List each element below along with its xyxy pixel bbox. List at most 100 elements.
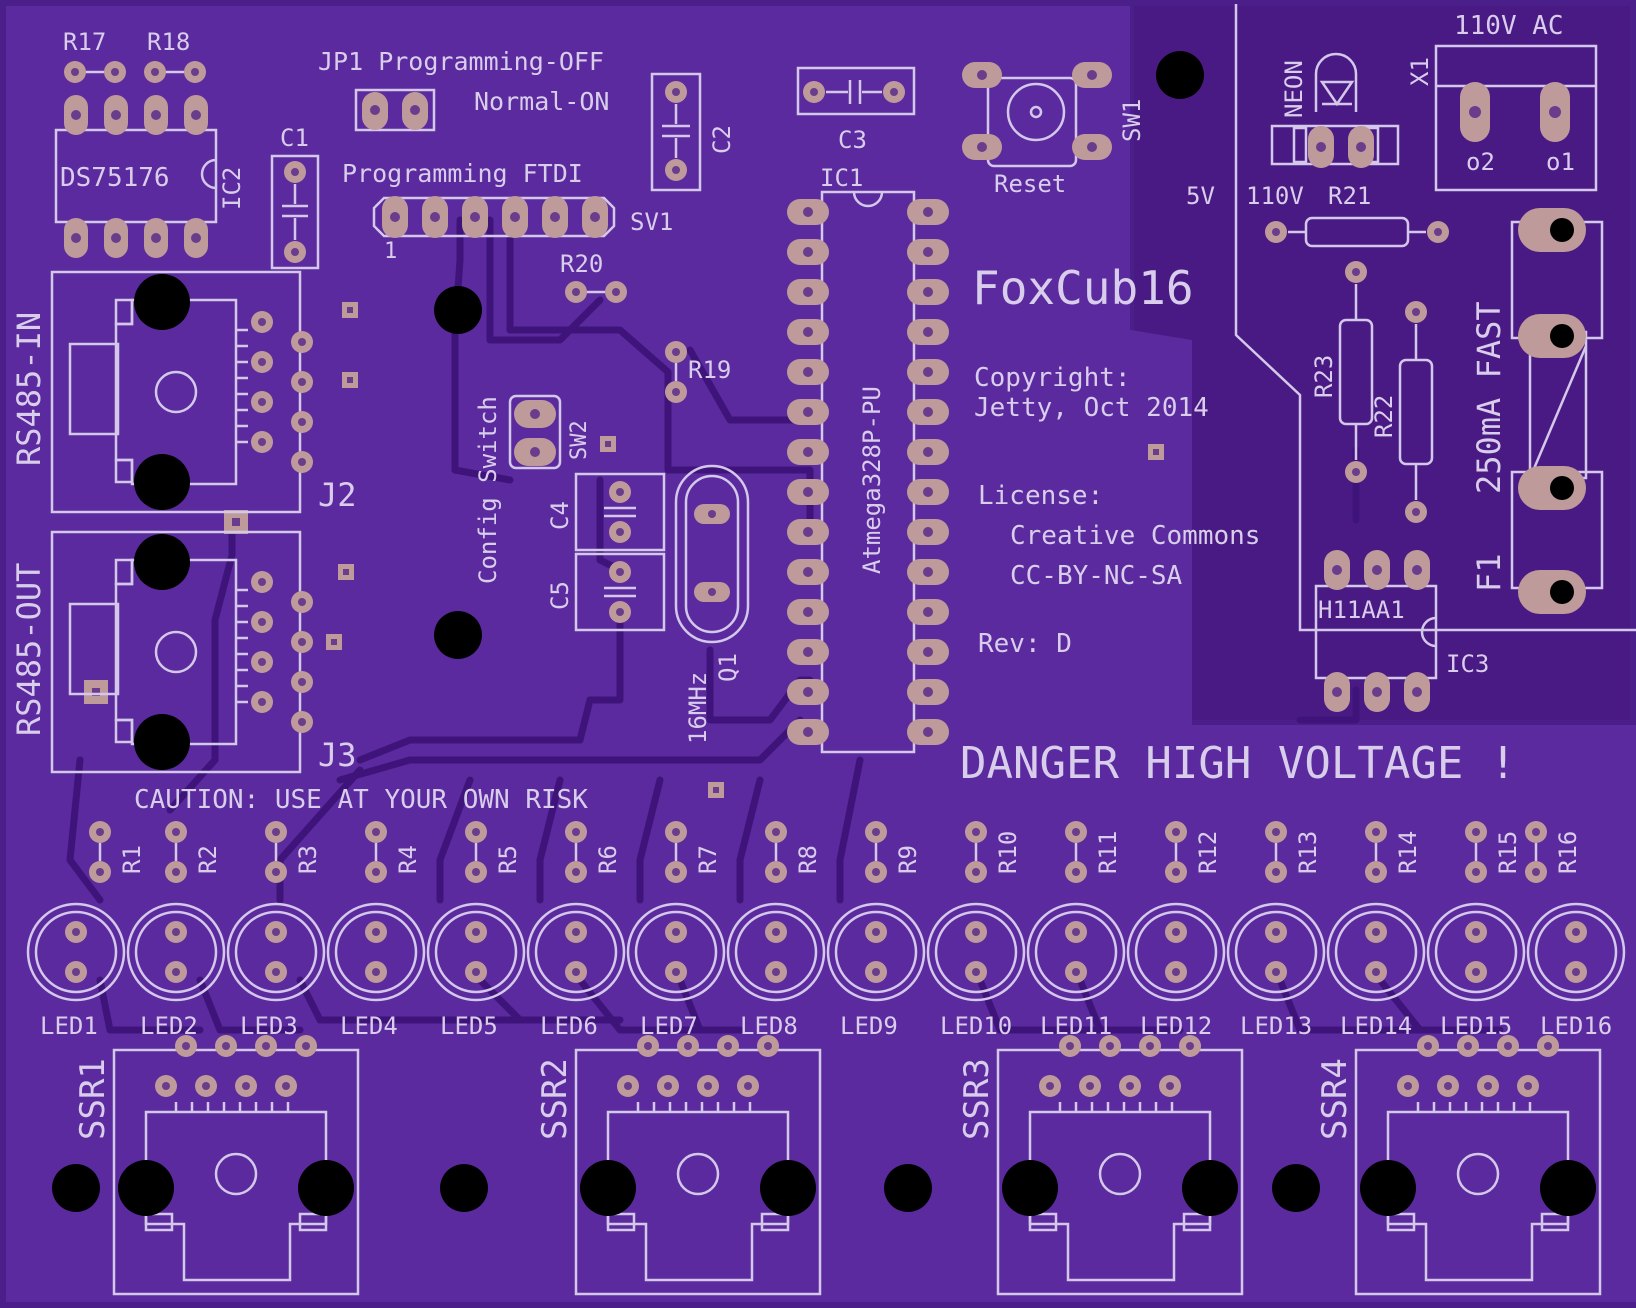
- v5-label: 5V: [1186, 182, 1215, 210]
- copyright-line1: Copyright:: [974, 363, 1131, 393]
- resistor-r17: R17: [63, 28, 126, 83]
- led-label: LED16: [1540, 1012, 1612, 1040]
- sv1-pads: [382, 196, 608, 238]
- c1-label: C1: [280, 124, 309, 152]
- c5-label: C5: [546, 581, 574, 610]
- mount-hole: [1156, 51, 1204, 99]
- led-label: LED9: [840, 1012, 898, 1040]
- led-1: LED1: [26, 902, 126, 1040]
- prog-off-label: JP1 Programming-OFF: [318, 47, 604, 76]
- r23-label: R23: [1310, 355, 1338, 398]
- r20-label: R20: [560, 250, 603, 278]
- ssr-connector-3: SSR3: [957, 1035, 1244, 1296]
- ds75176-label: DS75176: [60, 163, 170, 193]
- ic3-h11aa1: H11AA1 IC3: [1314, 550, 1489, 712]
- resistor-label: R3: [294, 845, 322, 874]
- resistor-label: R1: [118, 845, 146, 874]
- ic3-label: IC3: [1446, 650, 1489, 678]
- capacitor-c4: C4: [546, 472, 666, 552]
- resistor-r11: R11: [1065, 821, 1122, 883]
- r18-label: R18: [147, 28, 190, 56]
- neon-indicator: NEON: [1270, 52, 1400, 168]
- led-label: LED3: [240, 1012, 298, 1040]
- ic2-pads: [64, 95, 208, 258]
- ssr-label: SSR4: [1315, 1058, 1355, 1140]
- resistor-r8: R8: [765, 821, 822, 883]
- x1-pin1-label: o1: [1546, 148, 1575, 176]
- v110-label: 110V: [1246, 182, 1304, 210]
- resistor-r12: R12: [1165, 821, 1222, 883]
- led-label: LED15: [1440, 1012, 1512, 1040]
- sv1-label: SV1: [630, 208, 673, 236]
- led-4: LED4: [326, 902, 426, 1040]
- caution-label: CAUTION: USE AT YOUR OWN RISK: [134, 785, 588, 815]
- resistor-label: R15: [1494, 831, 1522, 874]
- led-6: LED6: [526, 902, 626, 1040]
- board-info: FoxCub16 Copyright: Jetty, Oct 2014 Lice…: [134, 182, 1516, 815]
- switch-sw1: Reset SW1: [962, 62, 1146, 198]
- r17-label: R17: [63, 28, 106, 56]
- resistor-r1: R1: [89, 821, 146, 883]
- mount-hole: [1272, 1164, 1320, 1212]
- resistor-label: R12: [1194, 831, 1222, 874]
- led-label: LED6: [540, 1012, 598, 1040]
- connector-j3: J3 RS485-OUT: [10, 530, 357, 774]
- reset-label: Reset: [994, 170, 1066, 198]
- rs485-in-label: RS485-IN: [10, 312, 48, 466]
- led-label: LED14: [1340, 1012, 1412, 1040]
- vias: [84, 302, 1164, 798]
- prog-ftdi-label: Programming FTDI: [342, 159, 583, 188]
- c2-label: C2: [708, 125, 736, 154]
- resistor-label: R14: [1394, 831, 1422, 874]
- ssr-connector-1: SSR1: [73, 1035, 360, 1296]
- hv-isolation-line: [1234, 4, 1636, 632]
- ssr-connector-2: SSR2: [535, 1035, 822, 1296]
- led-label: LED1: [40, 1012, 98, 1040]
- ic1-pads: [787, 199, 949, 745]
- led-11: LED11: [1026, 902, 1126, 1040]
- c3-label: C3: [838, 126, 867, 154]
- mount-hole: [434, 286, 482, 334]
- x1-label: X1: [1406, 57, 1434, 86]
- r21-label: R21: [1328, 182, 1371, 210]
- q1-label: Q1: [714, 653, 742, 682]
- c4-label: C4: [546, 501, 574, 530]
- resistor-label: R10: [994, 831, 1022, 874]
- resistor-r20: R20: [560, 250, 627, 303]
- ac-label: 110V AC: [1454, 11, 1564, 41]
- ssr-connector-4: SSR4: [1315, 1035, 1602, 1296]
- sw1-label: SW1: [1118, 99, 1146, 142]
- resistor-r6: R6: [565, 821, 622, 883]
- resistor-r14: R14: [1365, 821, 1422, 883]
- resistor-label: R4: [394, 845, 422, 874]
- resistor-r22: R22: [1370, 301, 1434, 523]
- resistor-r18: R18: [144, 28, 206, 83]
- led-14: LED14: [1326, 902, 1426, 1040]
- mcu-label: Atmega328P-PU: [858, 386, 886, 574]
- resistor-label: R6: [594, 845, 622, 874]
- capacitor-c2: C2: [650, 72, 736, 192]
- mounting-holes: [52, 51, 1320, 1212]
- f1-label: F1: [1470, 553, 1508, 592]
- ic2-label: IC2: [218, 167, 246, 210]
- jumper-jp1: JP1 Programming-OFF Normal-ON: [318, 47, 609, 132]
- resistor-r2: R2: [165, 821, 222, 883]
- r19-label: R19: [688, 356, 731, 384]
- r22-label: R22: [1370, 395, 1398, 438]
- ssr-label: SSR2: [535, 1058, 575, 1140]
- crystal-q1: 16MHz Q1: [674, 464, 750, 744]
- ssr-row: SSR1 SSR2 SSR3 SSR4: [73, 1035, 1602, 1296]
- j2-label: J2: [318, 476, 357, 514]
- mount-hole: [52, 1164, 100, 1212]
- led-13: LED13: [1226, 902, 1326, 1040]
- led-label: LED10: [940, 1012, 1012, 1040]
- led-label: LED4: [340, 1012, 398, 1040]
- resistor-label: R8: [794, 845, 822, 874]
- resistor-label: R16: [1554, 831, 1582, 874]
- led-label: LED11: [1040, 1012, 1112, 1040]
- resistor-label: R11: [1094, 831, 1122, 874]
- resistor-r5: R5: [465, 821, 522, 883]
- neon-label: NEON: [1280, 60, 1308, 118]
- resistor-r16: R16: [1525, 821, 1582, 883]
